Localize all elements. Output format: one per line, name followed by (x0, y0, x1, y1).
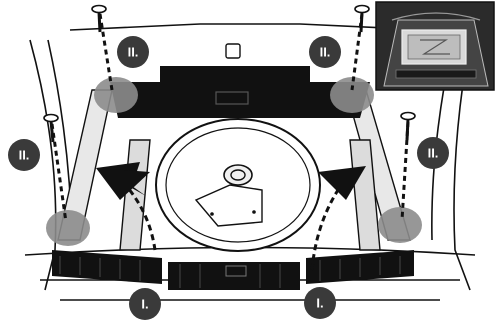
callout-label: II. (19, 148, 30, 163)
rear-sill-trim (52, 250, 414, 290)
spare-wheel (156, 119, 320, 251)
callout-label: I. (316, 296, 323, 311)
callout-bottom-left: I. (129, 288, 161, 320)
screw-top-left (92, 6, 112, 91)
callout-label: I. (141, 297, 148, 312)
screw-side-right (401, 113, 415, 221)
callout-side-left: II. (8, 139, 40, 171)
callout-label: II. (320, 45, 331, 60)
callout-top-right: II. (309, 36, 341, 68)
callout-label: II. (428, 146, 439, 161)
screw-icon (355, 6, 369, 33)
car-boot-overview-inset (376, 2, 494, 90)
screw-icon (44, 115, 58, 143)
top-clip (226, 44, 240, 58)
callout-bottom-right: I. (304, 287, 336, 319)
screw-icon (401, 113, 415, 141)
callout-label: II. (128, 45, 139, 60)
callout-top-left: II. (117, 36, 149, 68)
callout-side-right: II. (417, 137, 449, 169)
screw-top-right (352, 6, 369, 91)
